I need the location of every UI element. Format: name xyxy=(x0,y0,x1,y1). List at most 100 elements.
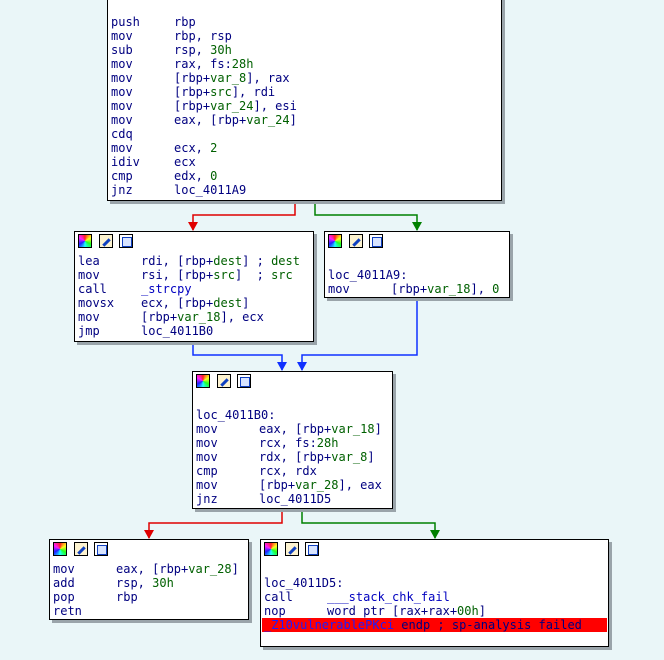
block-label[interactable]: loc_4011D5: xyxy=(264,576,344,590)
asm-line[interactable]: mov[rbp+var_24], esi xyxy=(111,99,297,113)
edge-true-b3-b5[interactable] xyxy=(301,510,436,538)
group-nodes-icon[interactable] xyxy=(119,234,133,248)
asm-mnemonic: cdq xyxy=(111,127,133,141)
arrow-head xyxy=(144,530,154,539)
asm-line[interactable]: cdq xyxy=(111,127,174,141)
asm-operands: edx, 0 xyxy=(174,169,218,183)
asm-mnemonic: cmp xyxy=(111,169,133,183)
asm-mnemonic: mov xyxy=(111,57,133,71)
asm-operands: [rbp+var_8], rax xyxy=(174,71,290,85)
asm-operands: rsp, 30h xyxy=(116,576,174,590)
asm-operands: loc_4011A9 xyxy=(174,183,247,197)
rename-pencil-icon[interactable] xyxy=(285,542,299,556)
asm-line[interactable]: jnz loc_4011D5 xyxy=(196,492,331,506)
asm-operands: loc_4011D5 xyxy=(259,492,332,506)
edge-false-b0-b1[interactable] xyxy=(192,202,296,230)
asm-line[interactable]: mov rcx, fs:28h xyxy=(196,436,338,450)
node-header xyxy=(327,234,509,250)
asm-mnemonic: idiv xyxy=(111,155,140,169)
asm-mnemonic: mov xyxy=(111,141,133,155)
group-nodes-icon[interactable] xyxy=(94,542,108,556)
asm-operands: ecx, [rbp+dest] xyxy=(141,296,250,310)
asm-line[interactable]: mov[rbp+var_28], eax xyxy=(196,478,382,492)
asm-operands: ___stack_chk_fail xyxy=(327,590,450,604)
graph-colors-icon[interactable] xyxy=(328,234,342,248)
asm-mnemonic: mov xyxy=(78,268,100,282)
asm-mnemonic: call xyxy=(78,282,107,296)
group-nodes-icon[interactable] xyxy=(305,542,319,556)
graph-colors-icon[interactable] xyxy=(78,234,92,248)
asm-mnemonic: mov xyxy=(328,282,350,296)
node-header xyxy=(263,542,608,558)
asm-operands: loc_4011B0 xyxy=(141,324,214,338)
asm-operands: ecx, 2 xyxy=(174,141,218,155)
graph-colors-icon[interactable] xyxy=(53,542,67,556)
asm-line[interactable]: mov[rbp+var_18], ecx xyxy=(78,310,264,324)
graph-colors-icon[interactable] xyxy=(196,374,210,388)
asm-line[interactable]: cmp edx, 0 xyxy=(111,169,217,183)
edge-b2-b3[interactable] xyxy=(301,299,418,370)
asm-mnemonic: mov xyxy=(196,436,218,450)
asm-line[interactable]: mov [rbp+var_18], 0 xyxy=(328,282,499,296)
asm-operands: ecx xyxy=(174,155,196,169)
edge-false-b3-b4[interactable] xyxy=(148,510,283,538)
code-block-loc-4011a9[interactable]: loc_4011A9:mov [rbp+var_18], 0 xyxy=(324,231,510,298)
edge-b1-b3[interactable] xyxy=(192,343,283,370)
group-nodes-icon[interactable] xyxy=(369,234,383,248)
asm-mnemonic: mov xyxy=(111,113,133,127)
asm-line[interactable]: add rsp, 30h xyxy=(53,576,174,590)
block-label[interactable]: loc_4011A9: xyxy=(328,268,408,282)
asm-operands: [rbp+var_18], 0 xyxy=(391,282,500,296)
asm-line[interactable]: idiv ecx xyxy=(111,155,196,169)
asm-mnemonic: mov xyxy=(53,562,75,576)
asm-operands: [rbp+var_24], esi xyxy=(174,99,297,113)
rename-pencil-icon[interactable] xyxy=(99,234,113,248)
asm-line[interactable]: call_strcpy xyxy=(78,282,192,296)
asm-mnemonic: movsx xyxy=(78,296,115,310)
asm-line[interactable]: mov[rbp+var_8], rax xyxy=(111,71,290,85)
rename-pencil-icon[interactable] xyxy=(349,234,363,248)
asm-line[interactable]: mov ecx, 2 xyxy=(111,141,217,155)
asm-mnemonic: mov xyxy=(111,29,133,43)
rename-pencil-icon[interactable] xyxy=(74,542,88,556)
edge-true-b0-b2[interactable] xyxy=(314,202,418,230)
asm-line[interactable]: mov[rbp+src], rdi xyxy=(111,85,275,99)
asm-line[interactable]: movsx ecx, [rbp+dest] xyxy=(78,296,249,310)
arrow-head xyxy=(188,222,198,231)
sp-analysis-failed-line[interactable]: _Z10vulnerablePKci endp ; sp-analysis fa… xyxy=(262,618,607,632)
graph-colors-icon[interactable] xyxy=(264,542,278,556)
asm-operands: rcx, fs:28h xyxy=(259,436,339,450)
asm-line[interactable]: call___stack_chk_fail xyxy=(264,590,450,604)
arrow-head xyxy=(277,362,287,371)
arrow-head xyxy=(297,362,307,371)
asm-line[interactable]: retn xyxy=(53,604,116,618)
group-nodes-icon[interactable] xyxy=(237,374,251,388)
rename-pencil-icon[interactable] xyxy=(217,374,231,388)
asm-mnemonic: jnz xyxy=(196,492,218,506)
node-header xyxy=(77,234,313,250)
asm-mnemonic: mov xyxy=(111,85,133,99)
block-label[interactable]: loc_4011B0: xyxy=(196,408,276,422)
asm-mnemonic: add xyxy=(53,576,75,590)
